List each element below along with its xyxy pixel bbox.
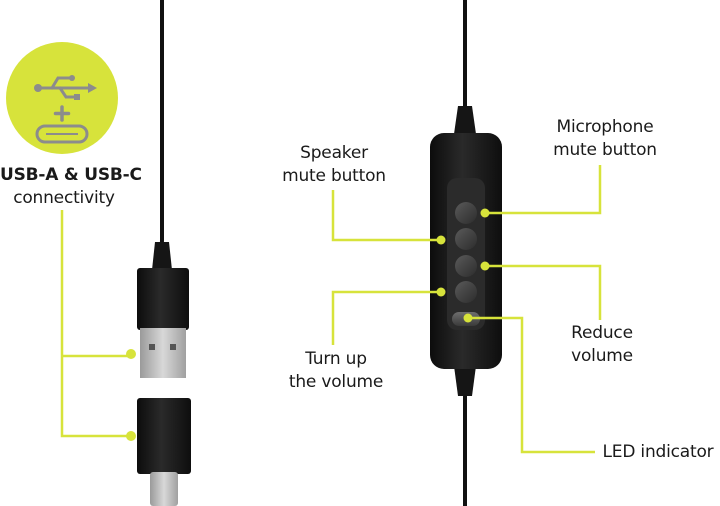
microphone-mute-button[interactable] xyxy=(455,202,477,224)
turn-up-label: Turn up the volume xyxy=(288,349,384,392)
reduce-volume-button[interactable] xyxy=(455,255,477,277)
usb-a-pointer-dot xyxy=(126,349,136,359)
usb-cable xyxy=(158,0,164,253)
connectivity-title: USB-A & USB-C xyxy=(0,165,142,185)
usb-icon xyxy=(34,75,97,100)
plus-icon xyxy=(53,105,71,122)
remote-leader-lines xyxy=(331,165,602,454)
reduce-dot xyxy=(480,261,490,271)
usb-badge-circle xyxy=(6,42,118,154)
microphone-mute-label: Microphone mute button xyxy=(553,117,657,160)
remote-button-panel xyxy=(447,178,485,330)
usb-strain-relief xyxy=(152,242,172,270)
usb-c-adapter-body xyxy=(137,398,191,474)
usb-c-pointer-dot xyxy=(126,431,136,441)
usb-badge xyxy=(6,42,118,154)
usb-a-metal-plug xyxy=(140,328,186,378)
connectivity-leader-lines xyxy=(60,210,130,438)
speaker-mute-dot xyxy=(436,235,446,245)
remote-strain-relief-top xyxy=(454,106,476,134)
turn-up-volume-button[interactable] xyxy=(455,281,477,303)
remote-strain-relief-bottom xyxy=(454,366,476,396)
led-dot xyxy=(463,313,473,323)
speaker-mute-label: Speaker mute button xyxy=(282,143,386,186)
usb-c-port-icon xyxy=(35,124,89,144)
led-label: LED indicator xyxy=(602,442,714,462)
usb-a-body xyxy=(137,268,189,330)
microphone-mute-dot xyxy=(480,208,490,218)
turn-up-dot xyxy=(436,287,446,297)
reduce-label: Reduce volume xyxy=(571,323,633,366)
usb-c-metal-tip xyxy=(150,472,178,506)
speaker-mute-button[interactable] xyxy=(455,228,477,250)
connectivity-subtitle: connectivity xyxy=(13,188,115,208)
connectivity-label: USB-A & USB-C connectivity xyxy=(0,164,142,210)
